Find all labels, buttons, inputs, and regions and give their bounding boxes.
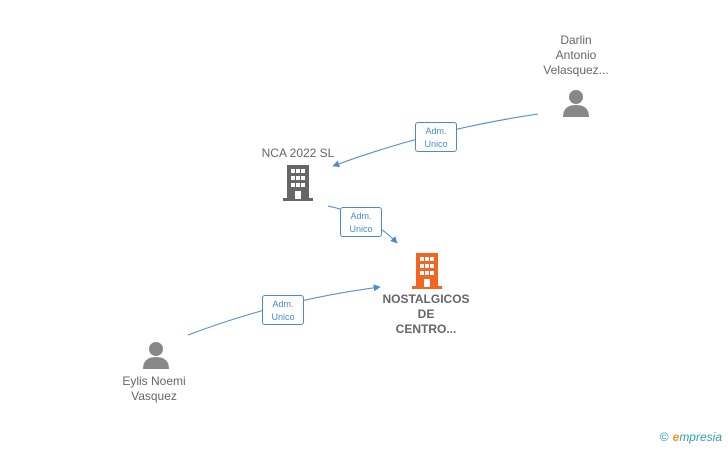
copyright-symbol: ©	[659, 430, 669, 444]
role-label-line-1: Adm.	[350, 211, 372, 221]
person-node-eylis[interactable]: Eylis Noemi Vasquez	[98, 374, 210, 404]
role-badge[interactable]: Adm. Unico	[415, 122, 457, 152]
building-icon	[283, 165, 313, 201]
role-label-line-1: Adm.	[425, 126, 447, 136]
brand-name: mpresia	[679, 430, 722, 444]
person-icon	[143, 342, 169, 369]
company-name: NCA 2022 SL	[261, 146, 335, 160]
brand-footer: ©empresia	[660, 430, 722, 444]
building-icon-main	[412, 253, 442, 289]
person-name-line-2: Vasquez	[131, 389, 177, 403]
person-name-line-3: Velasquez...	[543, 63, 609, 77]
person-name-line-2: Antonio	[555, 48, 597, 62]
role-badge[interactable]: Adm. Unico	[262, 295, 304, 325]
company-node-nostalgicos[interactable]: NOSTALGICOS DE CENTRO...	[366, 292, 486, 337]
person-node-darlin[interactable]: Darlin Antonio Velasquez...	[520, 33, 632, 78]
role-label-line-2: Unico	[271, 312, 295, 322]
company-node-nca[interactable]: NCA 2022 SL	[238, 146, 358, 161]
person-icon	[563, 90, 589, 117]
role-label-line-2: Unico	[349, 224, 373, 234]
role-badge[interactable]: Adm. Unico	[340, 207, 382, 237]
company-name-line-3: CENTRO...	[395, 322, 457, 336]
role-label-line-2: Unico	[424, 139, 448, 149]
person-name-line-1: Eylis Noemi	[122, 374, 186, 388]
brand-initial: e	[672, 430, 680, 444]
person-name-line-1: Darlin	[560, 33, 592, 47]
company-name-line-2: DE	[417, 307, 435, 321]
role-label-line-1: Adm.	[272, 299, 294, 309]
company-name-line-1: NOSTALGICOS	[382, 292, 470, 306]
